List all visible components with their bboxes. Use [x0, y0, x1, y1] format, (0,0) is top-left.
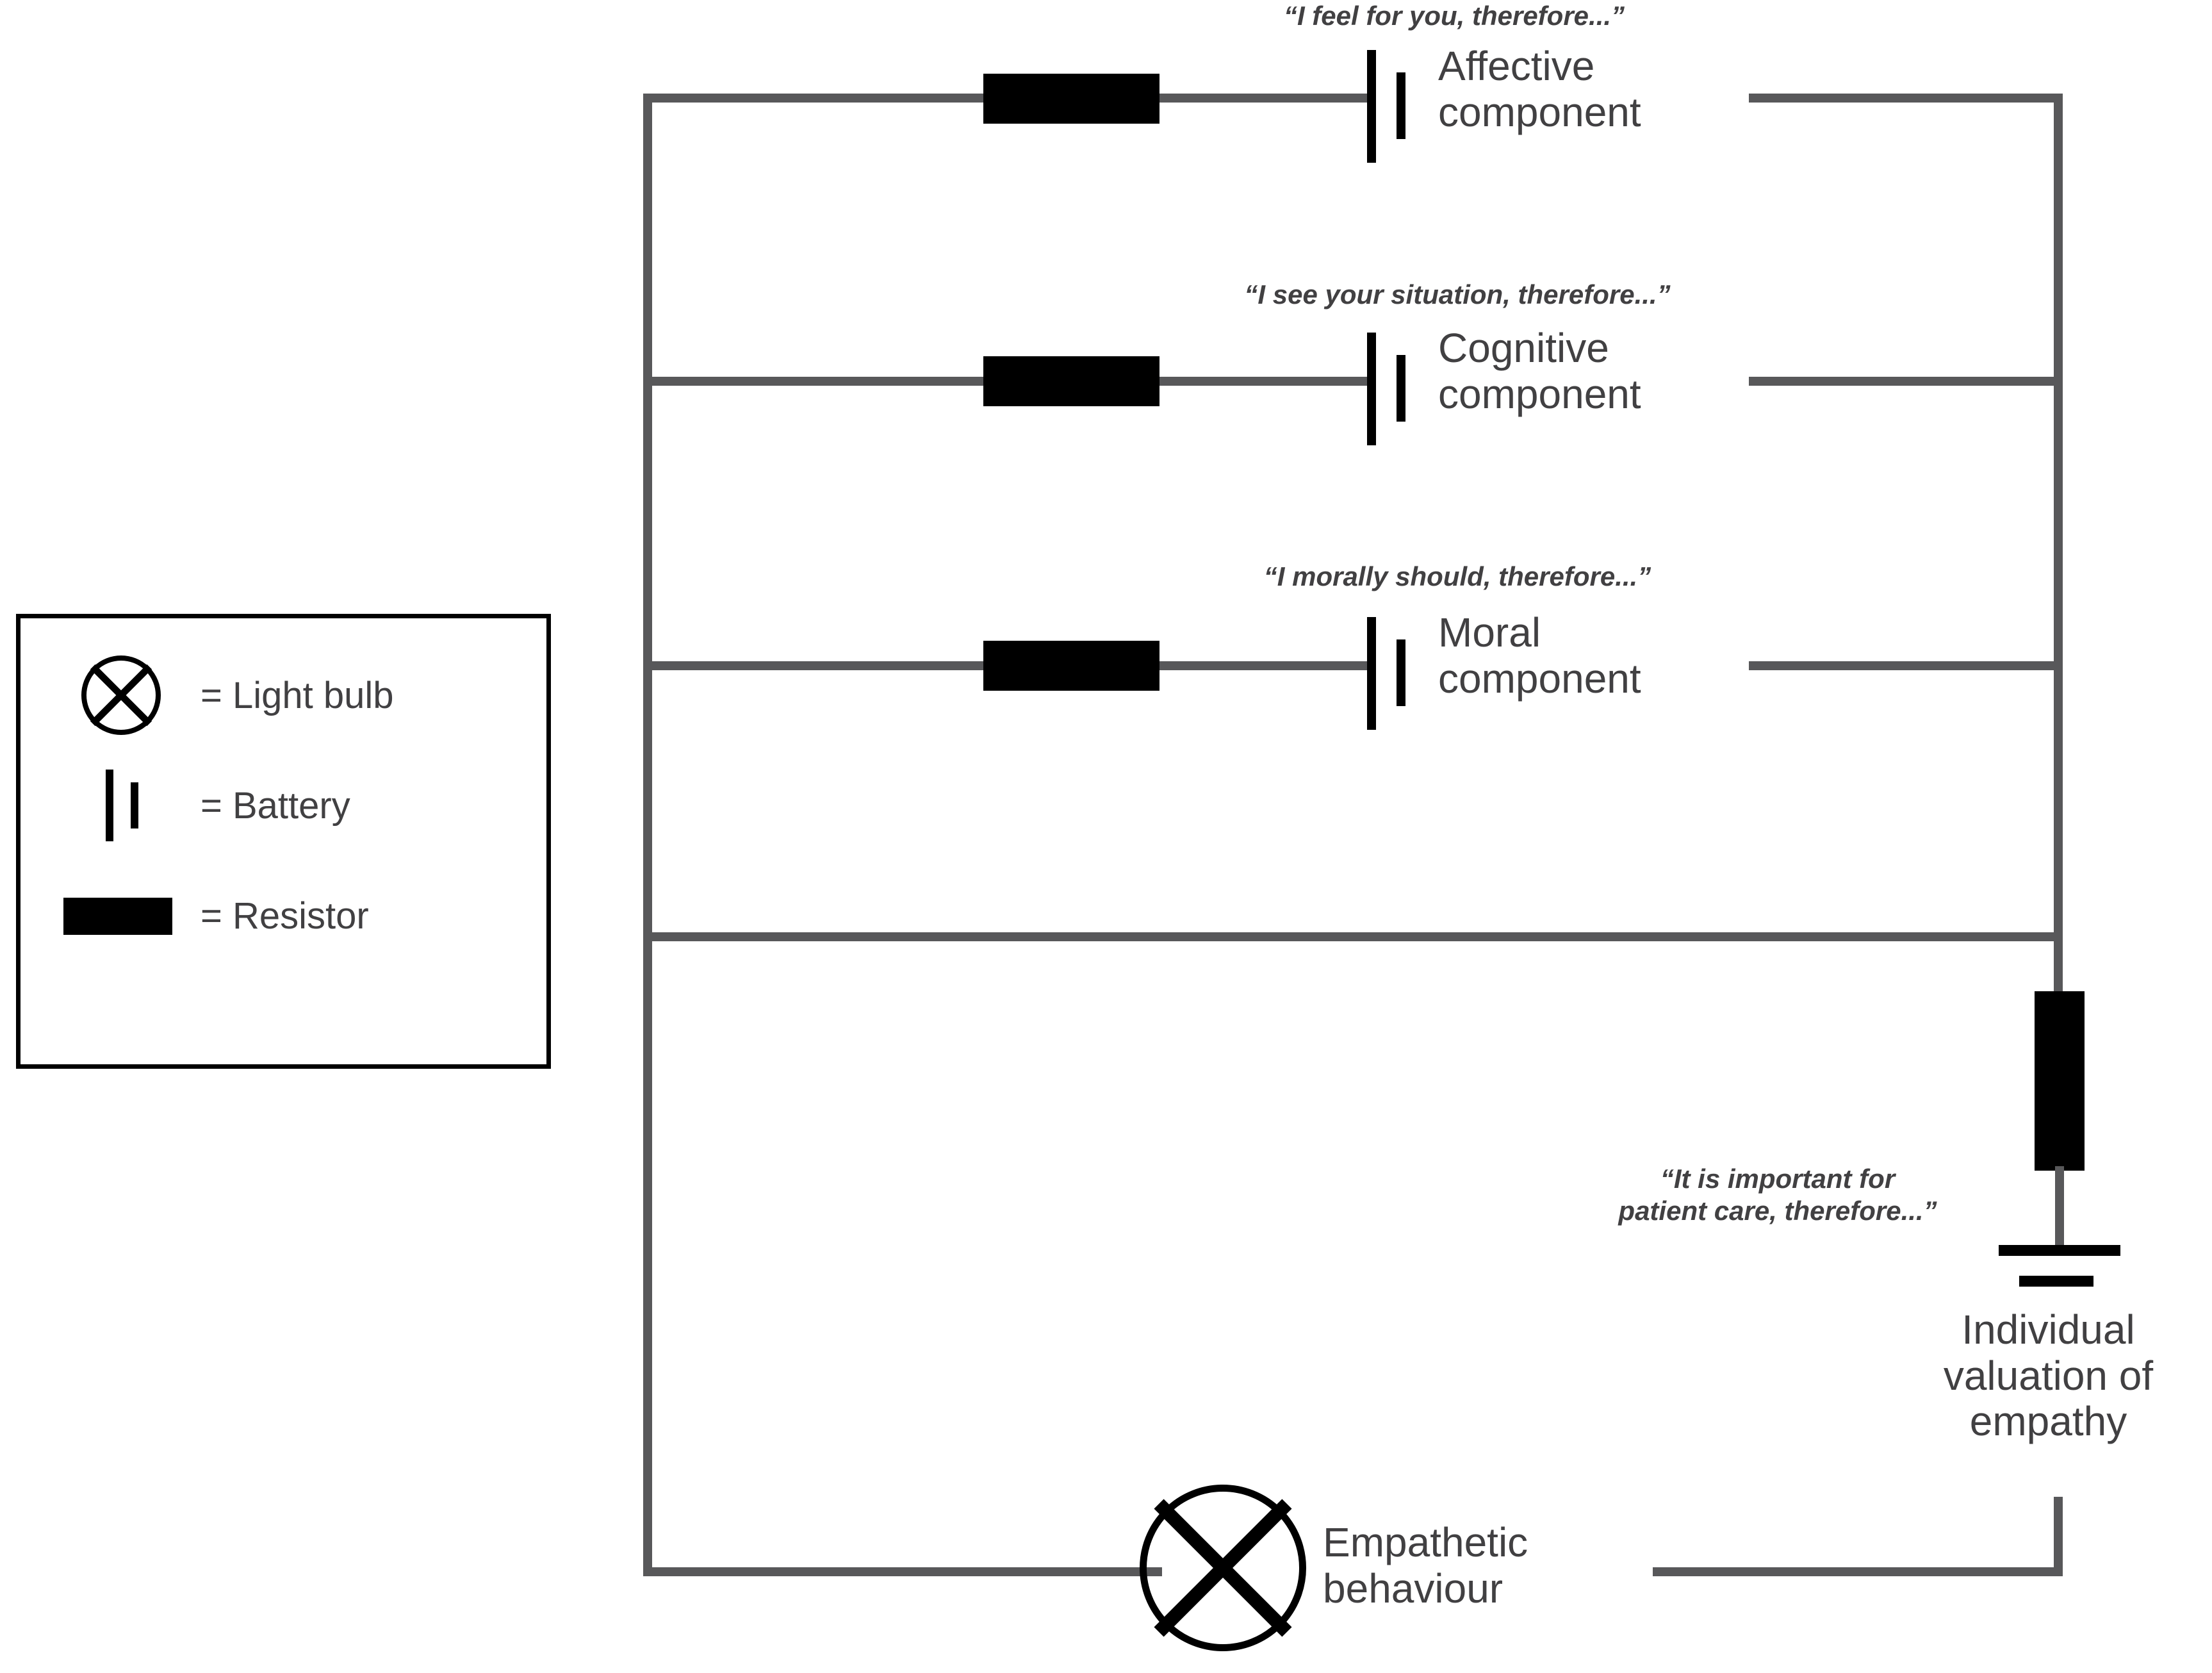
affective-label: Affective component	[1438, 43, 1641, 135]
cognitive-label: Cognitive component	[1438, 325, 1641, 417]
valuation-battery-short-plate	[2019, 1276, 2093, 1287]
legend-battery-long-plate	[106, 770, 113, 841]
valuation-resistor	[2035, 991, 2085, 1171]
legend-battery-icon	[81, 766, 161, 845]
affective-wire-right	[1749, 94, 2063, 103]
legend-item-resistor: = Resistor	[63, 876, 369, 955]
valuation-battery-long-plate	[1999, 1245, 2120, 1256]
moral-resistor	[983, 641, 1159, 691]
bottom-wire-left	[643, 1567, 1162, 1576]
legend-light-bulb-label: = Light bulb	[201, 674, 394, 716]
cognitive-resistor	[983, 356, 1159, 406]
cognitive-battery-short-plate	[1397, 355, 1405, 422]
legend-box: = Light bulb = Battery = Resistor	[16, 614, 551, 1069]
bottom-wire-right	[1653, 1567, 2063, 1576]
moral-wire-right	[1749, 661, 2063, 670]
legend-resistor-label: = Resistor	[201, 894, 369, 937]
legend-item-battery: = Battery	[81, 766, 350, 845]
valuation-wire-top	[643, 932, 2063, 941]
affective-battery-short-plate	[1397, 72, 1405, 139]
affective-quote: “I feel for you, therefore...”	[1283, 1, 1625, 31]
left-bus-wire	[643, 94, 652, 1576]
moral-battery-short-plate	[1397, 639, 1405, 706]
legend-light-bulb-icon	[81, 655, 161, 735]
cognitive-battery-long-plate	[1367, 333, 1376, 445]
legend-battery-short-plate	[131, 782, 138, 828]
valuation-wire-below-resistor	[2055, 1166, 2064, 1249]
cognitive-quote: “I see your situation, therefore...”	[1244, 279, 1671, 309]
bottom-right-riser-wire	[2054, 1497, 2063, 1576]
valuation-quote: “It is important for patient care, there…	[1618, 1164, 1937, 1226]
legend-battery-label: = Battery	[201, 784, 350, 827]
moral-battery-long-plate	[1367, 617, 1376, 730]
legend-resistor-icon	[63, 876, 172, 955]
legend-resistor-block	[63, 898, 172, 935]
moral-quote: “I morally should, therefore...”	[1263, 561, 1651, 591]
valuation-label: Individual valuation of empathy	[1943, 1306, 2154, 1445]
light-bulb-icon	[1140, 1485, 1306, 1651]
moral-label: Moral component	[1438, 609, 1641, 702]
cognitive-wire-right	[1749, 377, 2063, 386]
light-bulb-cross-icon	[1154, 1499, 1292, 1637]
right-bus-wire	[2054, 94, 2063, 997]
affective-battery-long-plate	[1367, 50, 1376, 163]
legend-light-bulb-cross-icon	[90, 664, 152, 727]
affective-resistor	[983, 74, 1159, 124]
empathetic-behaviour-label: Empathetic behaviour	[1323, 1519, 1528, 1611]
legend-item-light-bulb: = Light bulb	[81, 655, 394, 735]
